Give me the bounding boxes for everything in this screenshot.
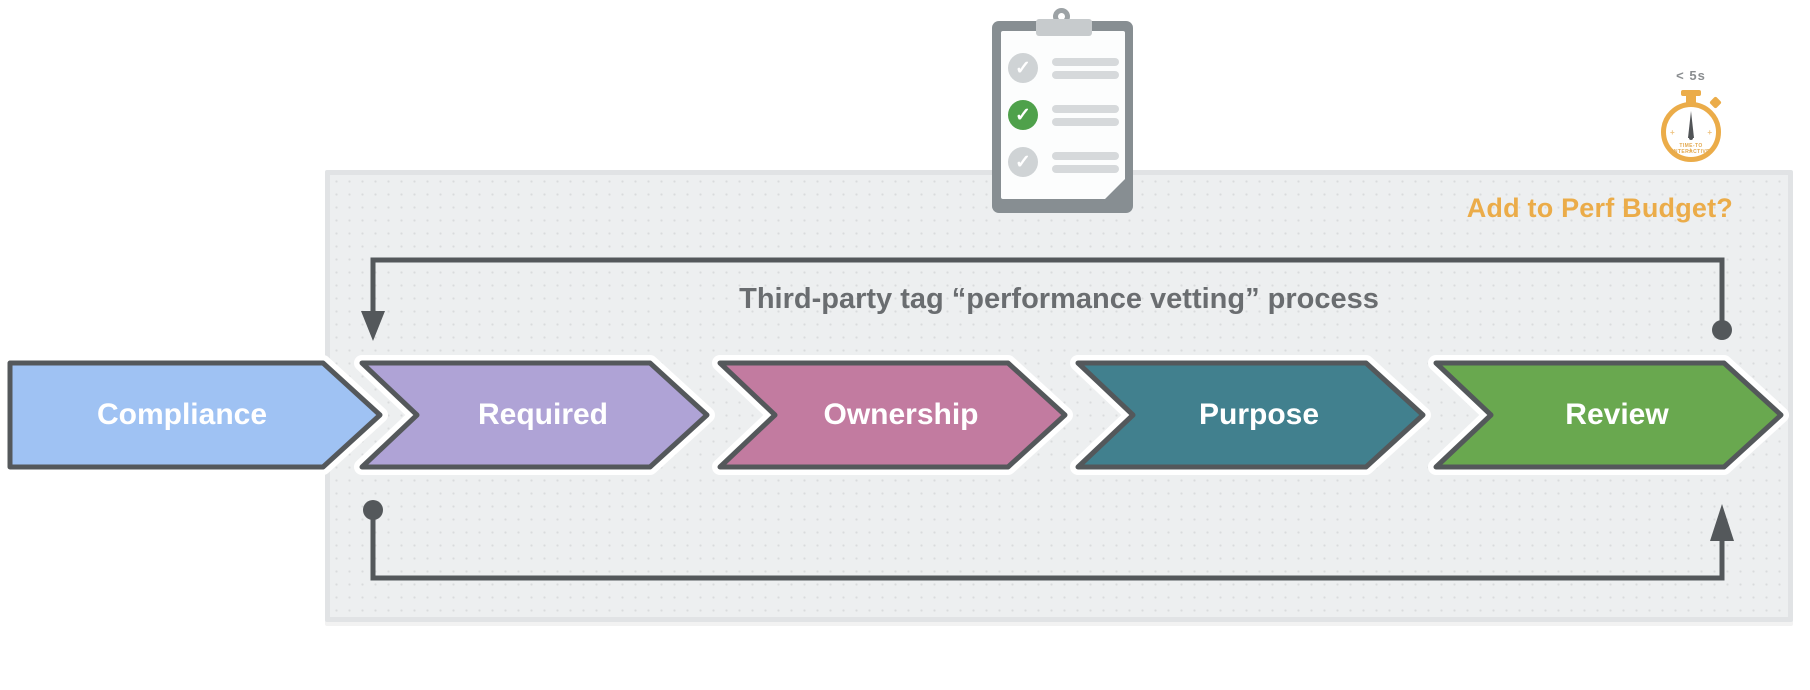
check-icon: ✓: [1008, 147, 1038, 177]
stage-shape-ownership: [717, 360, 1068, 470]
stage-label-required: Required: [477, 398, 609, 431]
feedback-loops: [361, 257, 1734, 581]
text-lines-placeholder: [1052, 58, 1120, 79]
bottom-loop-arrowhead-icon: [1710, 504, 1734, 541]
checklist-clipboard-illustration: ✓ ✓ ✓: [990, 4, 1136, 216]
stopwatch-hub: [1689, 136, 1693, 140]
text-lines-placeholder: [1052, 152, 1120, 173]
dial-text-line1: TIME-TO: [1679, 143, 1703, 149]
checklist-row: ✓: [1008, 53, 1120, 83]
stopwatch-crown-stem: [1686, 94, 1696, 104]
top-loop-line: [370, 257, 1725, 326]
dial-tick: +: [1670, 128, 1675, 137]
stopwatch-face-icon: + + + TIME-TO INTERACTIVE: [1661, 102, 1721, 162]
top-loop-arrowhead-icon: [361, 311, 385, 341]
stage-shape-compliance: [7, 360, 383, 470]
check-icon: ✓: [1008, 100, 1038, 130]
stage-label-compliance: Compliance: [96, 398, 268, 431]
stage-shape-purpose: [1075, 360, 1426, 470]
dial-tick: +: [1688, 146, 1693, 155]
stopwatch-crown-cap: [1681, 90, 1701, 96]
checklist-row: ✓: [1008, 147, 1120, 177]
bottom-loop-line: [370, 512, 1725, 581]
stage-shape-required: [359, 360, 710, 470]
stage-shapes: [7, 360, 1784, 470]
stopwatch-side-button: [1709, 96, 1722, 109]
text-lines-placeholder: [1052, 105, 1120, 126]
stage-label-review: Review: [1565, 398, 1669, 431]
top-loop-dot-icon: [1712, 320, 1732, 340]
stage-label-purpose: Purpose: [1198, 398, 1320, 431]
dial-text-line2: INTERACTIVE: [1672, 149, 1710, 155]
bottom-loop-dot-icon: [363, 500, 383, 520]
perf-budget-label: Add to Perf Budget?: [1466, 193, 1733, 223]
stopwatch-needle: [1688, 111, 1694, 138]
clipboard-clip: [1036, 19, 1092, 36]
clipboard-paper: ✓ ✓ ✓: [1001, 31, 1125, 199]
dial-tick: +: [1707, 128, 1712, 137]
stopwatch-illustration: < 5s + + + TIME-TO INTERACTIVE: [1645, 64, 1745, 169]
stage-shape-review: [1433, 360, 1784, 470]
stage-label-ownership: Ownership: [823, 398, 979, 431]
check-icon: ✓: [1008, 53, 1038, 83]
checklist-row: ✓: [1008, 100, 1120, 130]
stopwatch-time-label: < 5s: [1676, 68, 1706, 83]
diagram-title: Third-party tag “performance vetting” pr…: [739, 283, 1379, 315]
